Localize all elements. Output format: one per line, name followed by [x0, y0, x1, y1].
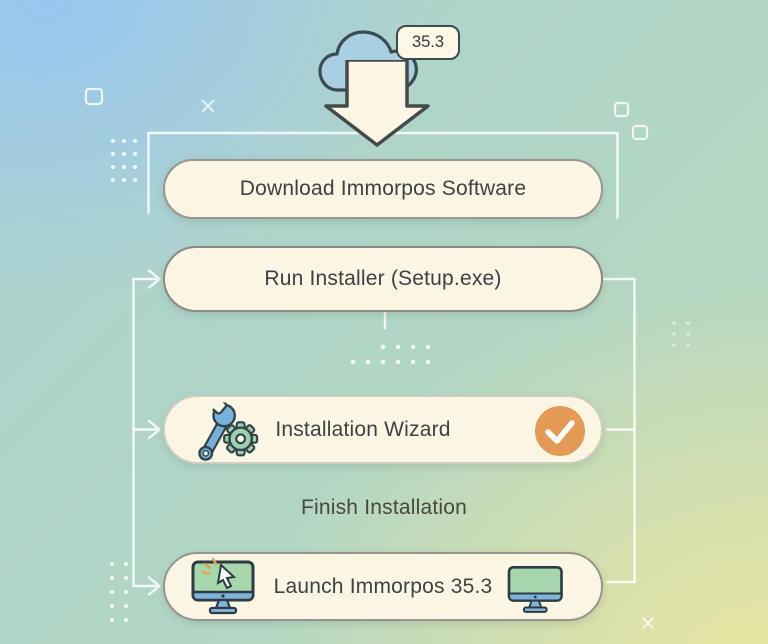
- wrench-icon: [198, 402, 236, 461]
- version-badge-text: 35.3: [411, 33, 445, 51]
- step-launch-label: Launch Immorpos 35.3: [273, 574, 493, 598]
- dots-grid-left-top: [111, 139, 137, 182]
- arrowhead-step4: [147, 576, 161, 596]
- version-badge: 35.3: [396, 25, 460, 60]
- arrowhead-step3: [147, 419, 161, 440]
- square-outline-topleft: [84, 87, 104, 106]
- step-launch-button[interactable]: Launch Immorpos 35.3: [163, 552, 603, 621]
- step-run-installer-button[interactable]: Run Installer (Setup.exe): [163, 246, 603, 312]
- step-installation-wizard-label: Installation Wizard: [275, 417, 451, 441]
- left-connector: [132, 269, 161, 596]
- arrowhead-step2: [147, 269, 161, 289]
- right-connector: [601, 277, 636, 584]
- dots-grid-left-bottom: [110, 562, 128, 622]
- check-circle-icon: [535, 406, 585, 456]
- check-icon: [545, 420, 575, 444]
- monitor-icon: [507, 565, 563, 613]
- dots-grid-middle: [350, 344, 431, 365]
- step-download-button[interactable]: Download Immorpos Software: [163, 159, 603, 219]
- finish-installation-label: Finish Installation: [300, 496, 468, 519]
- square-outline-topright2: [631, 124, 649, 141]
- cursor-icon: [201, 557, 237, 590]
- dots-grid-right: [672, 321, 690, 347]
- step-installation-wizard-button[interactable]: Installation Wizard: [163, 395, 603, 464]
- step-run-installer-label: Run Installer (Setup.exe): [264, 267, 502, 290]
- step-download-label: Download Immorpos Software: [239, 177, 527, 200]
- x-mark-top: [201, 99, 215, 113]
- gear-icon: [223, 421, 259, 457]
- wrench-gear-icon: [198, 402, 259, 461]
- x-mark-bottom: [641, 616, 655, 630]
- square-outline-topright1: [613, 101, 630, 118]
- download-arrow-icon: [324, 60, 430, 147]
- monitor-cursor-icon: [191, 557, 255, 615]
